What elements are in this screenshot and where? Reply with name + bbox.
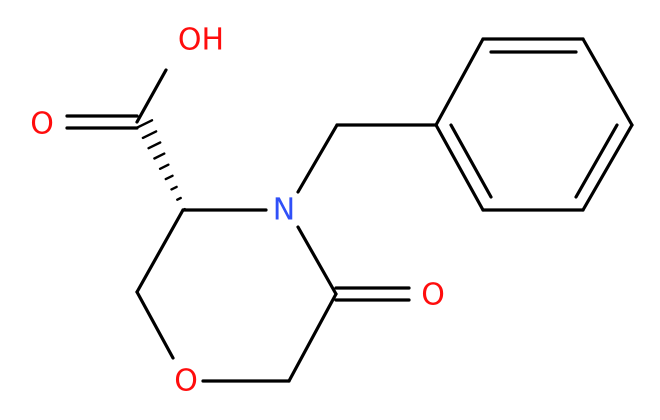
bond-c6-c5 [287,292,338,383]
bond-phenyl-4 [581,123,634,212]
atom-ring-oxygen-label: O [174,364,198,399]
bond-phenyl-1 [434,37,485,127]
atom-acid-oxygen-label: O [30,107,54,142]
bond-c3-c2 [135,208,185,294]
bond-carboxyl-c-oh [135,68,168,124]
bond-phenyl-inner-3 [449,123,493,199]
bond-phenyl-3 [581,37,634,127]
atom-nitrogen-label: N [273,193,295,228]
bond-c2-o1 [135,290,175,360]
bond-c5-n4 [296,225,338,296]
atom-ketone-oxygen-label: O [421,278,445,313]
bond-n4-ch2 [296,123,339,194]
bond-phenyl-inner-2 [574,123,619,199]
atom-hydroxyl-label: OH [178,23,224,58]
stereo-hashed-wedge [135,119,187,212]
bond-phenyl-6 [434,123,485,212]
